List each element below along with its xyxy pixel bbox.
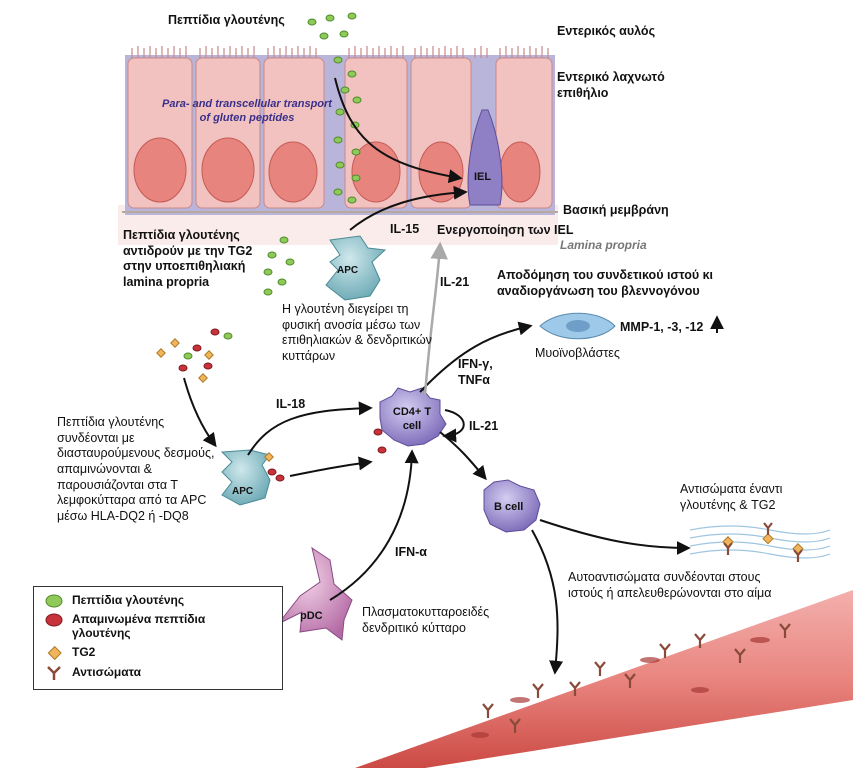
cd4-label: CD4+ T cell <box>392 406 432 432</box>
apc-cell-upper <box>325 235 387 301</box>
cd4-t-cell <box>379 387 447 447</box>
antibodies-target-label: Αντισώματα έναντι γλουτένης & TG2 <box>680 482 783 512</box>
legend-text: TG2 <box>72 645 96 659</box>
apc-upper-label: APC <box>337 265 359 276</box>
legend-text: Πεπτίδια γλουτένης <box>72 593 185 607</box>
pdc-label: pDC <box>300 610 323 622</box>
red-deamidated-peptide-icon <box>45 613 63 627</box>
intestinal-lumen-label: Εντερικός αυλός <box>557 24 656 38</box>
ifn-tnf-label: IFN-γ, TNFα <box>458 357 493 387</box>
green-peptide-icon <box>45 594 63 608</box>
cd4-bound-peptides <box>373 428 387 454</box>
crosslink-label: Πεπτίδια γλουτένης συνδέονται με διασταυ… <box>57 415 215 523</box>
b-cell <box>483 479 541 533</box>
legend-text: Αντισώματα <box>72 665 142 679</box>
epithelium-label: Εντερικό λαχνωτό επιθήλιο <box>557 70 665 100</box>
bcell-label: B cell <box>494 501 524 513</box>
legend-text: Απαμινωμένα πεπτίδια γλουτένης <box>72 612 206 641</box>
ifn-alpha-label: IFN-α <box>395 545 427 559</box>
tg2-diamond-icon <box>47 645 62 661</box>
arrows <box>183 77 691 675</box>
blood-vessel <box>355 590 853 768</box>
legend-item: TG2 <box>34 644 282 662</box>
legend: Πεπτίδια γλουτένης Απαμινωμένα πεπτίδια … <box>33 586 283 690</box>
il21-loop-label: IL-21 <box>469 419 499 433</box>
apc-cell-lower <box>220 449 271 506</box>
gluten-peptides-top-label: Πεπτίδια γλουτένης <box>168 13 285 27</box>
myofibroblast-nucleus <box>566 320 590 332</box>
autoantibodies-label: Αυτοαντισώματα συνδέονται στους ιστούς ή… <box>568 570 772 600</box>
intestinal-epithelium <box>122 46 558 215</box>
il21-gray-arrow <box>423 241 448 396</box>
il15-label: IL-15 <box>390 222 420 236</box>
legend-item: Αντισώματα <box>34 664 282 682</box>
antibody-icon <box>47 666 61 680</box>
legend-item: Απαμινωμένα πεπτίδια γλουτένης <box>34 611 282 640</box>
subepithelial-peptides <box>263 236 295 296</box>
basement-membrane-label: Βασική μεμβράνη <box>563 203 669 217</box>
mmp-label: MMP-1, -3, -12 <box>620 320 704 334</box>
pdc-cell <box>277 546 353 641</box>
iel-cell <box>467 109 503 206</box>
iel-activation-label: Ενεργοποίηση των IEL <box>437 223 574 237</box>
tissue-antibody-binding <box>689 522 831 562</box>
iel-label: IEL <box>474 171 492 183</box>
legend-item: Πεπτίδια γλουτένης <box>34 592 282 610</box>
lamina-propria-label: Lamina propria <box>560 238 647 252</box>
apc-presented-peptides <box>264 452 285 482</box>
myofibroblasts-label: Μυοϊνοβλάστες <box>535 346 620 360</box>
crosslinked-peptide-cluster <box>156 328 233 383</box>
tg2-react-label: Πεπτίδια γλουτένης αντιδρούν με την TG2 … <box>123 228 253 289</box>
pdc-name-label: Πλασματοκυτταροειδές δενδριτικό κύτταρο <box>362 605 490 635</box>
il21-upper-label: IL-21 <box>440 275 470 289</box>
apc-lower-label: APC <box>232 486 254 497</box>
transport-label-text: Para- and transcellular transport of glu… <box>162 98 332 124</box>
innate-immunity-label: Η γλουτένη διεγείρει τη φυσική ανοσία μέ… <box>282 302 432 363</box>
circulating-antibodies <box>482 623 791 733</box>
il18-label: IL-18 <box>276 397 306 411</box>
luminal-peptides <box>307 12 357 78</box>
tissue-remodel-label: Αποδόμηση του συνδετικού ιστού κι αναδιο… <box>497 268 714 298</box>
